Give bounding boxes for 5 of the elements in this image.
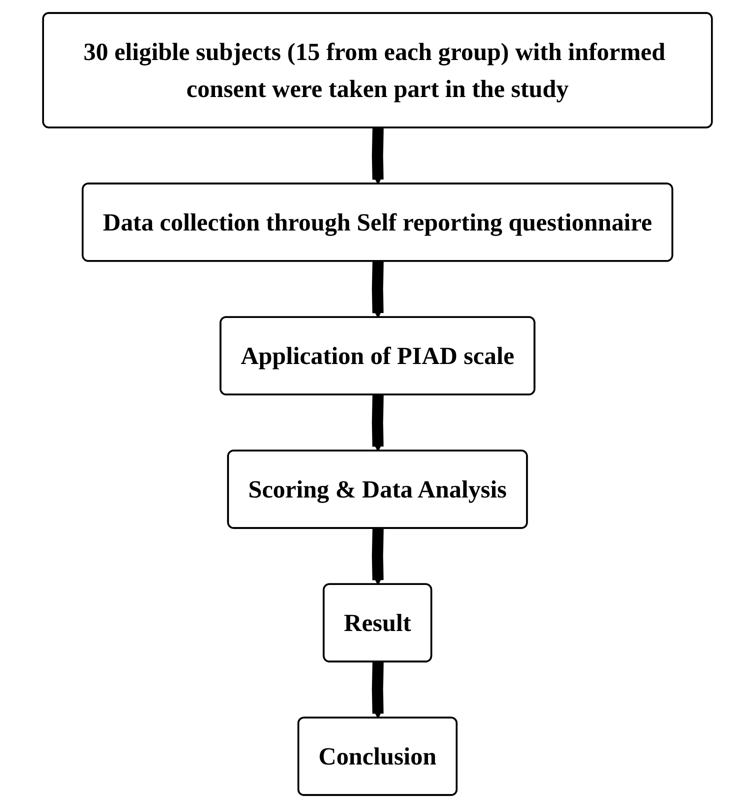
arrow (372, 127, 384, 184)
arrow (372, 528, 384, 585)
arrow (372, 260, 384, 318)
arrow (372, 661, 384, 718)
arrow (372, 394, 384, 452)
